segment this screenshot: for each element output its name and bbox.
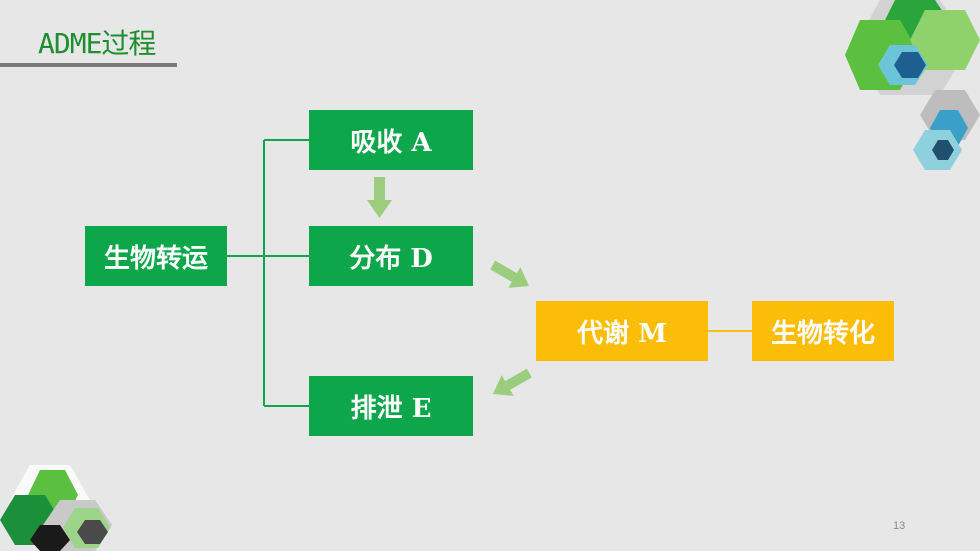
node-excretion-label: 排泄 E: [350, 393, 432, 424]
title-underline: [0, 63, 177, 67]
node-absorption-label: 吸收 A: [350, 127, 432, 158]
node-absorption: 吸收 A: [309, 110, 473, 170]
hexagon-decoration-top-right: [845, 0, 980, 170]
node-biotransformation-label: 生物转化: [770, 318, 875, 349]
node-distribution: 分布 D: [309, 226, 473, 286]
node-excretion: 排泄 E: [309, 376, 473, 436]
slide-title: ADME过程: [38, 27, 156, 60]
arrow-metabolism-to-excretion: [492, 368, 532, 396]
node-biotransport-label: 生物转运: [103, 243, 208, 274]
arrow-absorption-to-distribution: [367, 177, 392, 218]
node-metabolism-label: 代谢 M: [577, 318, 667, 349]
node-biotransformation: 生物转化: [752, 301, 894, 361]
node-metabolism: 代谢 M: [536, 301, 708, 361]
node-distribution-label: 分布 D: [349, 243, 433, 274]
node-biotransport: 生物转运: [85, 226, 227, 286]
hexagon-decoration-bottom-left: [0, 465, 112, 551]
arrow-distribution-to-metabolism: [490, 260, 530, 288]
page-number: 13: [893, 520, 906, 532]
